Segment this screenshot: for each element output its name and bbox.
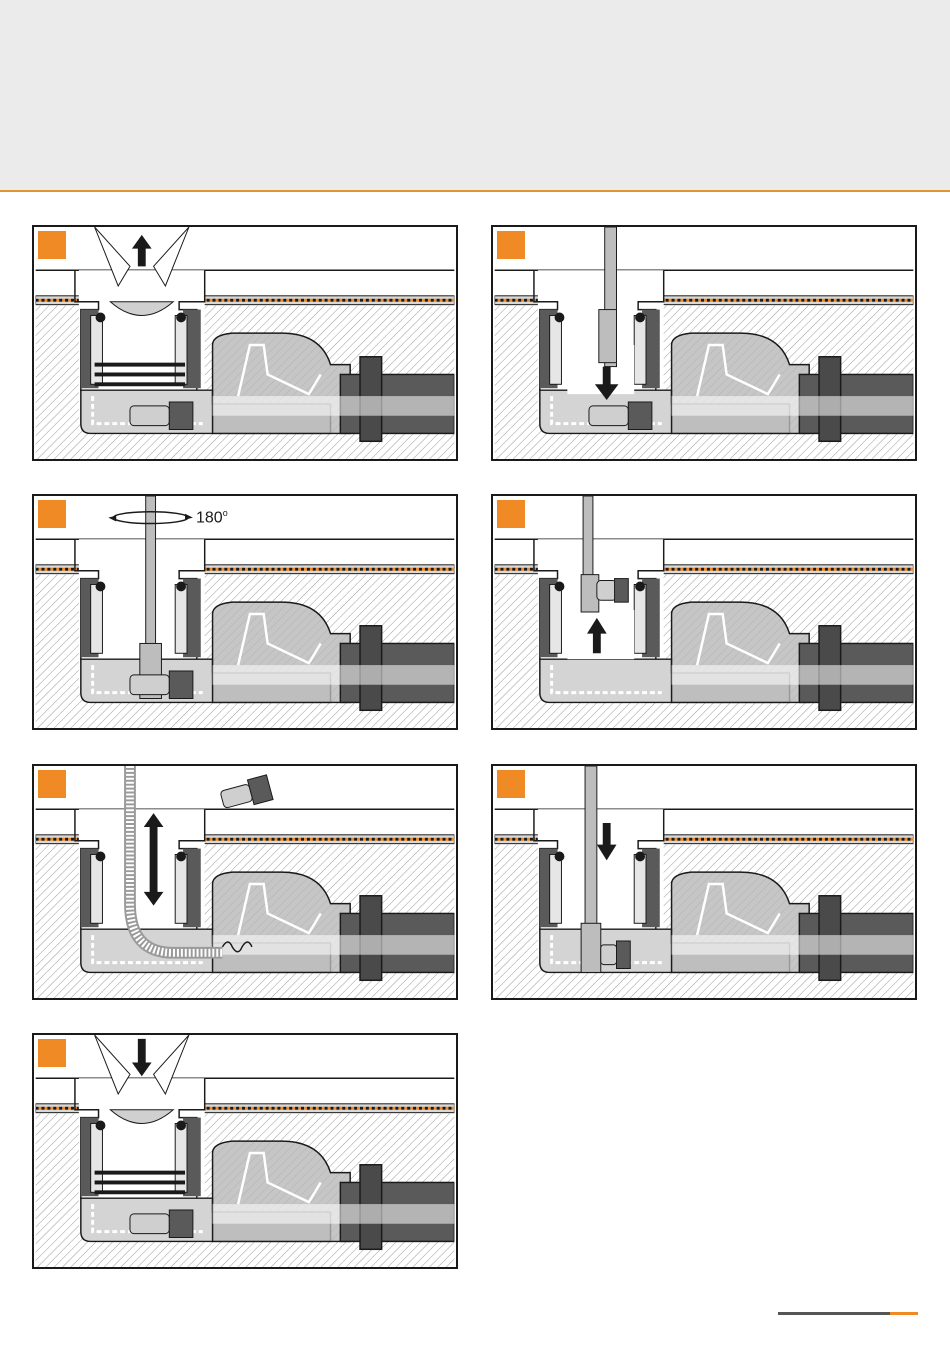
rotation-label: 180o: [196, 508, 228, 527]
step-badge: [38, 1039, 66, 1067]
step-panel-1: [32, 225, 458, 461]
drain-illustration: [34, 1035, 456, 1267]
arrow-down-icon: [132, 1039, 152, 1076]
removed-plug-icon: [219, 775, 273, 812]
step-panel-7: [32, 1033, 458, 1269]
step-badge: [497, 500, 525, 528]
drain-illustration: [493, 227, 915, 459]
footer-rule-accent: [890, 1312, 918, 1315]
arrow-up-icon: [132, 235, 152, 266]
step-badge: [38, 770, 66, 798]
drain-illustration: [34, 496, 456, 728]
footer-rule-grey: [778, 1312, 890, 1315]
drain-illustration: [34, 227, 456, 459]
step-badge: [38, 500, 66, 528]
step-badge: [497, 231, 525, 259]
drain-illustration: [34, 766, 456, 998]
step-badge: [497, 770, 525, 798]
step-panel-6: [491, 764, 917, 1000]
step-panel-4: [491, 494, 917, 730]
page-header: [0, 0, 950, 192]
drain-illustration: [493, 496, 915, 728]
step-panel-2: [491, 225, 917, 461]
step-panel-3: 180o: [32, 494, 458, 730]
step-panel-5: [32, 764, 458, 1000]
drain-illustration: [493, 766, 915, 998]
step-badge: [38, 231, 66, 259]
